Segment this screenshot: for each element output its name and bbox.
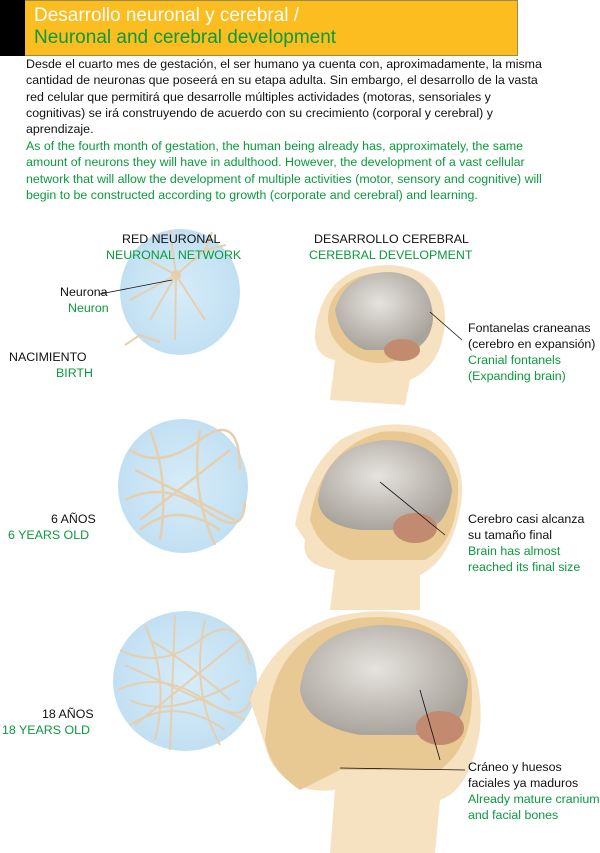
note-line: reached its final size xyxy=(468,560,581,574)
note-birth: Fontanelas craneanas (cerebro en expansi… xyxy=(468,320,595,384)
note-line: Brain has almost xyxy=(468,544,561,558)
note-line: Fontanelas craneanas xyxy=(468,321,591,335)
note-line: Cerebro casi alcanza xyxy=(468,512,585,526)
neuron-label-es: Neurona xyxy=(60,285,108,299)
stage-18-en: 18 YEARS OLD xyxy=(2,723,90,737)
title-band xyxy=(0,0,518,56)
stage-18-es: 18 AÑOS xyxy=(42,707,94,721)
stage-birth-es: NACIMIENTO xyxy=(9,350,87,364)
head-birth-illustration xyxy=(315,265,463,405)
note-line: (Expanding brain) xyxy=(468,369,566,383)
stage-birth-en: BIRTH xyxy=(56,366,93,380)
neuron-network-6-years xyxy=(118,419,248,553)
head-6-years-illustration xyxy=(295,424,462,610)
column-network-es: RED NEURONAL xyxy=(122,232,221,246)
note-line: Cranial fontanels xyxy=(468,353,561,367)
title-accent-bar xyxy=(0,0,25,56)
note-line: and facial bones xyxy=(468,808,559,822)
note-line: Already mature cranium xyxy=(468,792,600,806)
note-6-years: Cerebro casi alcanza su tamaño final Bra… xyxy=(468,511,584,575)
stage-6-es: 6 AÑOS xyxy=(51,512,96,526)
note-line: Cráneo y huesos xyxy=(468,760,562,774)
column-brain-es: DESARROLLO CEREBRAL xyxy=(314,232,469,246)
neuron-network-birth xyxy=(120,229,240,355)
stage-6-en: 6 YEARS OLD xyxy=(8,528,90,542)
note-line: (cerebro en expansión) xyxy=(468,337,596,351)
note-line: faciales ya maduros xyxy=(468,776,579,790)
title-spanish: Desarrollo neuronal y cerebral / xyxy=(34,5,300,26)
intro-english: As of the fourth month of gestation, the… xyxy=(26,139,542,202)
title-english: Neuronal and cerebral development xyxy=(34,27,337,48)
neuron-pointer xyxy=(99,279,173,295)
neuron-network-18-years xyxy=(113,611,257,751)
intro-spanish: Desde el cuarto mes de gestación, el ser… xyxy=(26,57,542,137)
head-18-years-illustration xyxy=(250,611,481,853)
note-line: su tamaño final xyxy=(468,528,553,542)
note-18-years: Cráneo y huesos faciales ya maduros Alre… xyxy=(468,759,600,823)
neuron-label-en: Neuron xyxy=(68,301,109,315)
column-brain-en: CEREBRAL DEVELOPMENT xyxy=(309,248,473,262)
column-network-en: NEURONAL NETWORK xyxy=(106,248,242,262)
